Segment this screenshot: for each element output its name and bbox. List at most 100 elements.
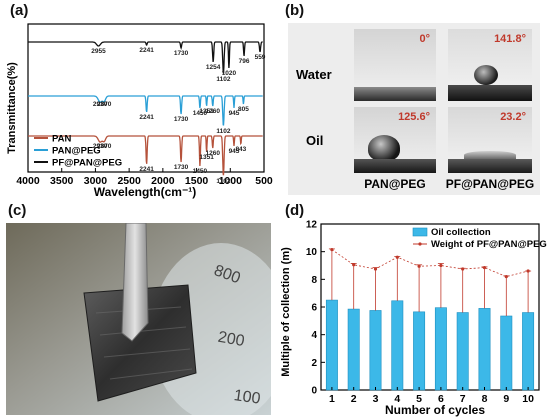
ftir-legend-label-2: PAN (52, 134, 71, 145)
panel-a-label: (a) (10, 2, 29, 19)
bar-oil-collection-10 (522, 312, 535, 391)
bar-y-axis-label: Multiple of collection (m) (280, 247, 292, 377)
ftir-chart: Transmittance(%) Wavelength(cm⁻¹) 4000 35… (6, 23, 273, 199)
panel-b-label: (b) (285, 2, 305, 19)
ftir-y-axis-label: Transmittance(%) (6, 62, 18, 154)
surface-water-pf (448, 85, 532, 101)
bar-x-tick-10: 10 (522, 393, 534, 405)
bar-x-tick-4: 4 (394, 393, 400, 405)
ftir-peak-label-0-1254: 1254 (206, 64, 221, 71)
bar-x-tick-6: 6 (438, 393, 444, 405)
scale-mark-100: 100 (233, 387, 262, 408)
ftir-peak-label-0-2241: 2241 (139, 47, 154, 54)
image-oil-pf: 23.2° (448, 107, 532, 173)
bar-legend-label-weight: Weight of PF@PAN@PEG (431, 239, 547, 250)
ftir-peak-label-1-1351: 1351 (199, 108, 214, 115)
bar-x-tick-3: 3 (373, 393, 379, 405)
bar-legend-swatch-oil (412, 227, 428, 237)
ftir-peak-label-2-1102: 1102 (216, 178, 230, 185)
surface-oil-pan-peg (354, 159, 436, 173)
bar-y-tick-12: 12 (306, 220, 318, 231)
ftir-legend-label-0: PF@PAN@PEG (52, 158, 122, 169)
bar-x-tick-2: 2 (351, 393, 357, 405)
ftir-peak-label-2-2241: 2241 (139, 166, 154, 173)
ftir-x-tick-500: 500 (255, 175, 273, 187)
ftir-x-tick-3500: 3500 (50, 175, 74, 187)
bar-y-tick-6: 6 (311, 303, 317, 314)
bar-oil-collection-2 (347, 308, 360, 391)
ftir-peak-label-1-1730: 1730 (174, 116, 189, 123)
contact-angle-grid: Water Oil 0° 141.8° 125.6° 23.2° PAN@PEG… (288, 23, 540, 195)
bar-oil-collection-6 (434, 307, 447, 391)
bar-y-tick-4: 4 (311, 330, 317, 341)
ftir-peak-label-1-1450: 1450 (193, 110, 208, 117)
angle-oil-pf: 23.2° (500, 111, 526, 123)
ftir-peak-label-2-2870: 2870 (97, 143, 112, 150)
bar-x-tick-8: 8 (482, 393, 488, 405)
ftir-peak-label-2-945: 945 (229, 148, 240, 155)
ftir-x-axis-label: Wavelength(cm⁻¹) (94, 185, 197, 199)
ftir-peak-label-2-1260: 1260 (206, 150, 221, 157)
weight-point-6 (439, 263, 443, 268)
angle-water-pf: 141.8° (494, 33, 526, 45)
bar-oil-collection-8 (478, 308, 491, 391)
surface-water-pan-peg (354, 87, 436, 101)
ftir-peak-label-0-1102: 1102 (216, 76, 230, 83)
ftir-x-tick-3000: 3000 (84, 175, 108, 187)
bar-y-tick-8: 8 (311, 275, 317, 286)
ftir-x-tick-1500: 1500 (185, 175, 209, 187)
ftir-peak-label-1-1102: 1102 (216, 128, 230, 135)
ftir-peak-label-1-1260: 1260 (206, 108, 221, 115)
ftir-peak-label-2-1450: 1450 (193, 168, 208, 175)
ftir-peak-label-2-843: 843 (235, 146, 246, 153)
bar-x-tick-5: 5 (416, 393, 422, 405)
ftir-peak-label-0-796: 796 (239, 58, 250, 65)
row-label-water: Water (296, 67, 332, 82)
oil-film (464, 151, 516, 159)
panel-b: (b) Water Oil 0° 141.8° 125.6° 23.2° PAN… (275, 0, 550, 200)
row-label-oil: Oil (306, 133, 324, 148)
ftir-plot-frame (27, 23, 265, 173)
panel-a: (a) Transmittance(%) Wavelength(cm⁻¹) 40… (0, 0, 275, 200)
bar-oil-collection-1 (325, 299, 338, 391)
ftir-peak-label-1-2870: 2870 (97, 101, 112, 108)
image-water-pf: 141.8° (448, 29, 532, 101)
ftir-peak-label-1-945: 945 (229, 110, 240, 117)
bar-oil-collection-4 (391, 300, 404, 391)
panel-d: (d) Multiple of collection (m) Number of… (275, 200, 550, 418)
cycle-bar-chart: Multiple of collection (m) Number of cyc… (280, 220, 547, 418)
bar-x-axis-label: Number of cycles (385, 403, 485, 417)
ftir-peak-label-1-2930: 2930 (93, 101, 108, 108)
panel-d-label: (d) (285, 202, 305, 219)
ftir-x-tick-2500: 2500 (117, 175, 141, 187)
scale-mark-200: 200 (217, 329, 246, 350)
ftir-series-line-1 (28, 95, 263, 126)
bar-x-tick-9: 9 (503, 393, 509, 405)
ftir-x-tick-1000: 1000 (219, 175, 243, 187)
photo-oil-collection-device: 800 200 100 (6, 223, 271, 415)
ftir-peak-label-2-2930: 2930 (93, 143, 108, 150)
ftir-x-tick-2000: 2000 (151, 175, 175, 187)
column-label-pf-pan-peg: PF@PAN@PEG (445, 177, 535, 191)
ftir-peak-label-0-1730: 1730 (174, 50, 189, 57)
surface-oil-pf (448, 159, 532, 173)
water-droplet (474, 65, 498, 85)
ftir-peak-label-1-805: 805 (238, 106, 249, 113)
weight-point-8 (482, 265, 487, 270)
image-water-pan-peg: 0° (354, 29, 436, 101)
bar-oil-collection-3 (369, 310, 382, 391)
bar-y-tick-10: 10 (306, 247, 318, 258)
ftir-peak-label-0-559: 559 (255, 54, 266, 61)
bar-oil-collection-9 (500, 315, 513, 391)
bar-x-tick-7: 7 (460, 393, 466, 405)
ftir-series-line-0 (28, 41, 263, 74)
ftir-peak-label-2-1351: 1351 (199, 154, 214, 161)
bar-oil-collection-7 (456, 312, 469, 391)
ftir-legend-label-1: PAN@PEG (52, 146, 101, 157)
bar-y-tick-0: 0 (311, 386, 317, 397)
ftir-peak-label-1-2241: 2241 (139, 114, 154, 121)
column-label-pan-peg: PAN@PEG (364, 177, 426, 191)
weight-point-9 (504, 274, 508, 279)
ftir-x-tick-4000: 4000 (16, 175, 40, 187)
bar-oil-collection-5 (413, 311, 426, 391)
